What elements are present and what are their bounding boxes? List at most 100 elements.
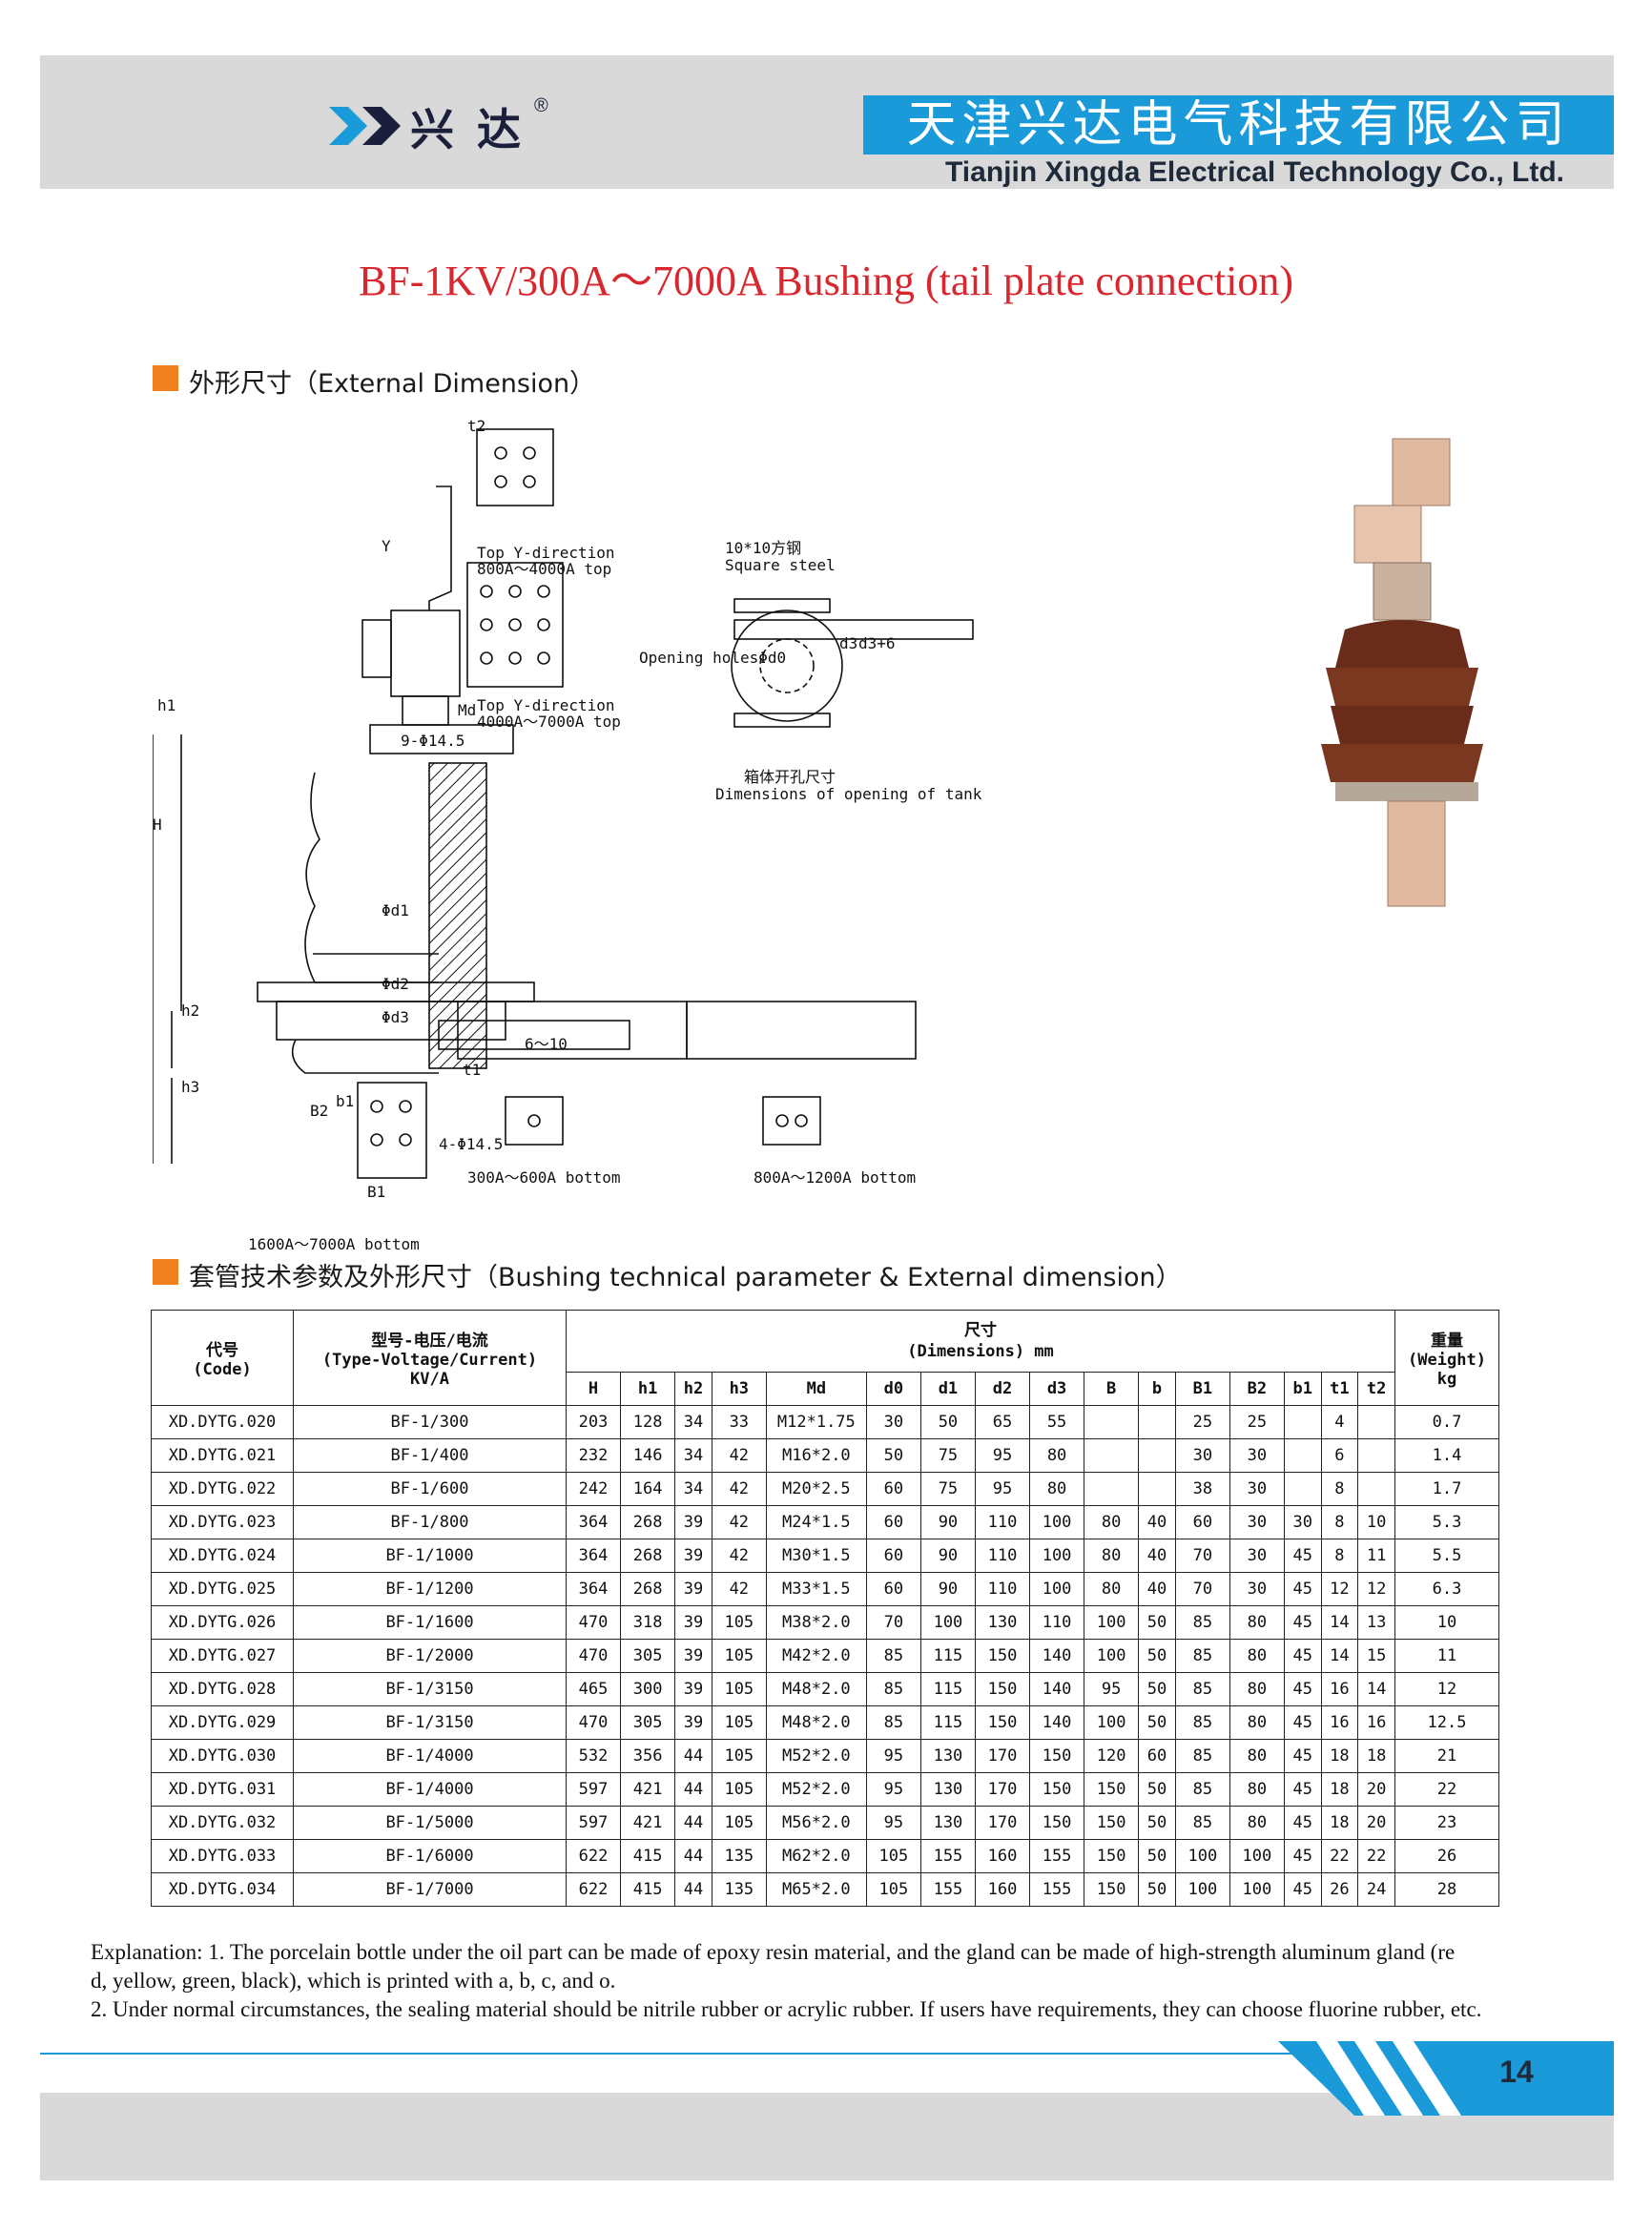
table-cell: 95 <box>974 1472 1031 1506</box>
col-header: d3 <box>1029 1372 1085 1406</box>
table-cell: BF-1/1200 <box>293 1572 567 1606</box>
table-cell: BF-1/6000 <box>293 1839 567 1873</box>
label-y: Y <box>382 537 391 555</box>
registered-mark: ® <box>534 95 548 116</box>
table-cell: BF-1/800 <box>293 1505 567 1539</box>
table-cell <box>1357 1405 1395 1439</box>
table-cell: 26 <box>1394 1839 1499 1873</box>
table-cell: 16 <box>1357 1705 1395 1740</box>
table-cell: XD.DYTG.034 <box>151 1872 294 1907</box>
table-cell: BF-1/5000 <box>293 1806 567 1840</box>
th-dimensions: 尺寸(Dimensions) mm <box>566 1310 1395 1373</box>
label-topy1b: 800A～4000A top <box>477 560 611 578</box>
table-cell: 14 <box>1320 1605 1359 1640</box>
table-cell: 0.7 <box>1394 1405 1499 1439</box>
table-cell: 26 <box>1320 1872 1359 1907</box>
table-cell: XD.DYTG.027 <box>151 1639 294 1673</box>
table-cell: 5.5 <box>1394 1539 1499 1573</box>
table-cell: 85 <box>1174 1806 1230 1840</box>
col-header: d1 <box>919 1372 976 1406</box>
table-cell: 45 <box>1283 1705 1322 1740</box>
table-cell: 45 <box>1283 1772 1322 1807</box>
table-cell <box>1084 1472 1140 1506</box>
table-cell: 100 <box>1174 1839 1230 1873</box>
table-cell: 42 <box>711 1438 767 1473</box>
table-cell: 60 <box>865 1505 921 1539</box>
table-cell: M65*2.0 <box>765 1872 867 1907</box>
note-line-3: 2. Under normal circumstances, the seali… <box>91 1997 1482 2021</box>
table-cell: 130 <box>919 1739 976 1773</box>
table-cell: M52*2.0 <box>765 1772 867 1807</box>
table-cell: BF-1/300 <box>293 1405 567 1439</box>
label-hole-9: 9-Φ14.5 <box>401 732 465 750</box>
table-cell: 597 <box>565 1772 622 1807</box>
col-header: d2 <box>974 1372 1031 1406</box>
table-cell: 160 <box>974 1839 1031 1873</box>
table-cell: 242 <box>565 1472 622 1506</box>
table-cell: BF-1/600 <box>293 1472 567 1506</box>
table-cell: 470 <box>565 1639 622 1673</box>
table-cell: 15 <box>1357 1639 1395 1673</box>
table-cell: 105 <box>711 1806 767 1840</box>
table-cell: 22 <box>1357 1839 1395 1873</box>
table-cell: 39 <box>674 1639 712 1673</box>
label-topy2: Top Y-direction <box>477 696 615 714</box>
table-cell: XD.DYTG.023 <box>151 1505 294 1539</box>
label-topy2b: 4000A～7000A top <box>477 713 621 731</box>
col-header: B <box>1084 1372 1140 1406</box>
table-cell: 75 <box>919 1472 976 1506</box>
table-cell: 18 <box>1320 1739 1359 1773</box>
table-cell: 150 <box>974 1705 1031 1740</box>
table-cell: 38 <box>1174 1472 1230 1506</box>
label-bottom-3: 800A～1200A bottom <box>754 1168 916 1187</box>
table-cell: 20 <box>1357 1806 1395 1840</box>
table-cell: 105 <box>865 1872 921 1907</box>
table-cell: 80 <box>1229 1739 1285 1773</box>
table-cell: 4 <box>1320 1405 1359 1439</box>
th-code: 代号(Code) <box>151 1310 294 1406</box>
footer-stripes <box>1278 2041 1614 2116</box>
table-cell: 130 <box>974 1605 1031 1640</box>
table-cell: 140 <box>1029 1639 1085 1673</box>
table-cell: BF-1/4000 <box>293 1739 567 1773</box>
label-d3p6: d3+6 <box>858 634 896 652</box>
table-cell: 364 <box>565 1505 622 1539</box>
table-cell: 105 <box>711 1772 767 1807</box>
section-heading-parameters: 套管技术参数及外形尺寸（Bushing technical parameter … <box>189 1263 1182 1292</box>
table-cell: 11 <box>1394 1639 1499 1673</box>
table-cell: 80 <box>1029 1438 1085 1473</box>
table-cell: 12.5 <box>1394 1705 1499 1740</box>
label-hole-4: 4-Φ14.5 <box>439 1135 503 1153</box>
table-cell: 45 <box>1283 1572 1322 1606</box>
table-cell: 34 <box>674 1472 712 1506</box>
table-cell: 130 <box>919 1806 976 1840</box>
col-header: b1 <box>1283 1372 1322 1406</box>
table-cell: 11 <box>1357 1539 1395 1573</box>
table-cell: 155 <box>1029 1872 1085 1907</box>
table-cell: BF-1/3150 <box>293 1705 567 1740</box>
table-cell: 20 <box>1357 1772 1395 1807</box>
label-t1: t1 <box>463 1061 481 1079</box>
label-d2: Φd2 <box>382 975 409 993</box>
table-cell: 50 <box>1138 1605 1176 1640</box>
table-cell: 50 <box>1138 1672 1176 1706</box>
table-cell: 95 <box>865 1739 921 1773</box>
product-photo <box>1321 438 1483 907</box>
table-cell: 268 <box>620 1539 676 1573</box>
col-header: B2 <box>1229 1372 1285 1406</box>
table-cell: 80 <box>1229 1639 1285 1673</box>
table-cell: 16 <box>1320 1672 1359 1706</box>
col-header: Md <box>765 1372 867 1406</box>
table-cell: 50 <box>865 1438 921 1473</box>
table-cell: 150 <box>1029 1772 1085 1807</box>
table-cell: 18 <box>1320 1772 1359 1807</box>
xd-logo-icon <box>329 107 401 145</box>
table-cell: 115 <box>919 1705 976 1740</box>
table-cell: 13 <box>1357 1605 1395 1640</box>
footer-line <box>40 2053 1614 2055</box>
logo-text: 兴 达 <box>410 104 526 155</box>
table-cell: M52*2.0 <box>765 1739 867 1773</box>
